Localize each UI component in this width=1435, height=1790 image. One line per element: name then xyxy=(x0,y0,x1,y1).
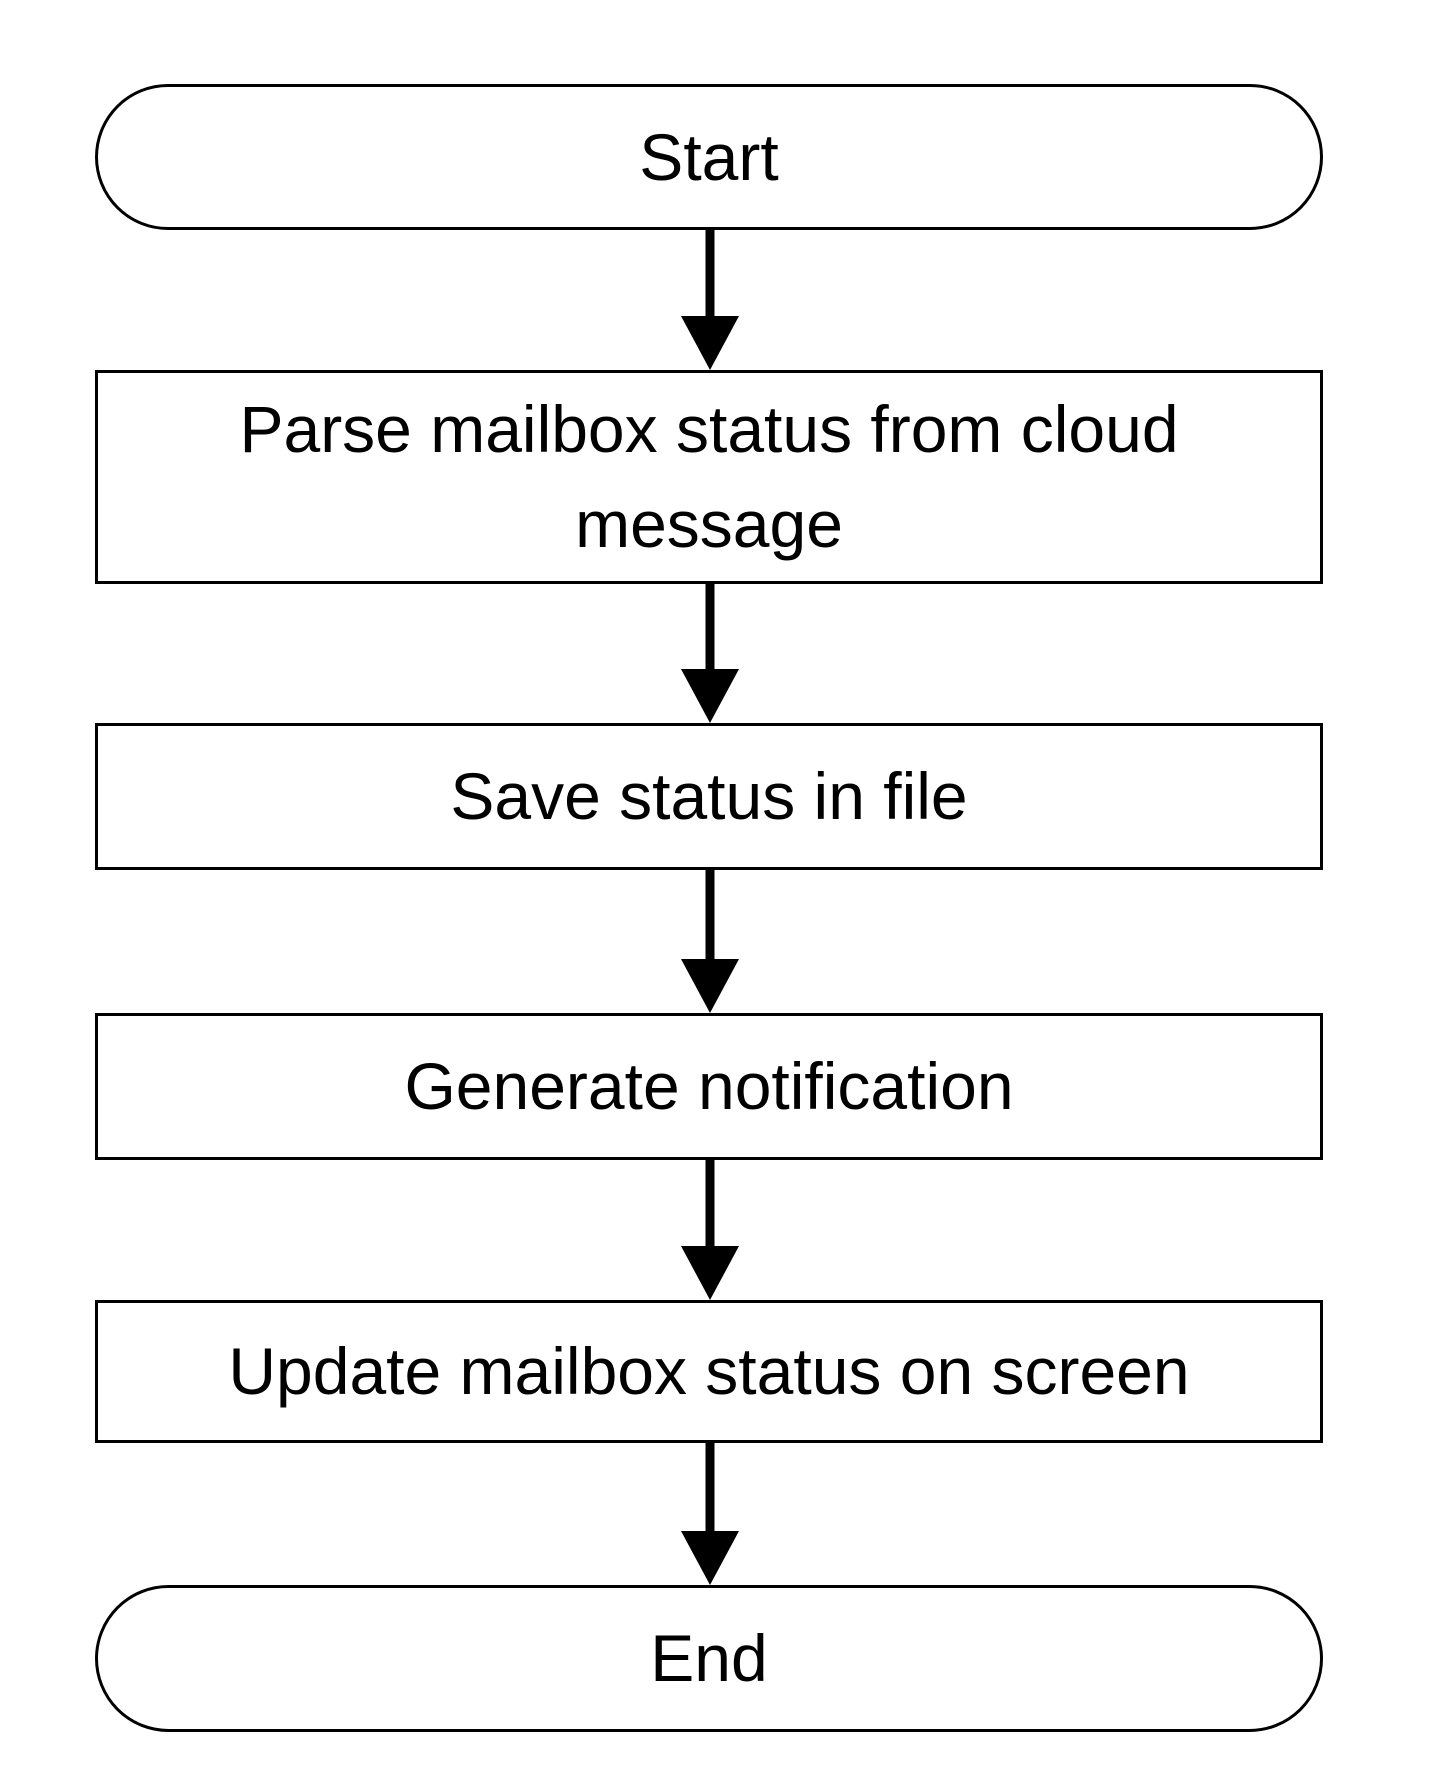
flowchart-node-end: End xyxy=(95,1585,1323,1732)
node-label-start: Start xyxy=(639,119,779,194)
arrow-head-down-icon xyxy=(681,1246,739,1300)
node-label-end: End xyxy=(650,1621,768,1695)
connector-start-to-parse xyxy=(681,230,739,370)
arrow-head-down-icon xyxy=(681,1531,739,1585)
arrow-line xyxy=(705,1443,715,1531)
connector-save-to-generate xyxy=(681,870,739,1013)
connector-generate-to-update xyxy=(681,1160,739,1300)
node-label-update: Update mailbox status on screen xyxy=(228,1334,1190,1408)
flowchart-node-start: Start xyxy=(95,84,1323,230)
node-label-parse: Parse mailbox status from cloud message xyxy=(239,392,1179,561)
flowchart-node-update: Update mailbox status on screen xyxy=(95,1300,1323,1443)
flowchart-node-generate: Generate notification xyxy=(95,1013,1323,1160)
connector-parse-to-save xyxy=(681,584,739,723)
arrow-line xyxy=(705,870,715,959)
node-label-save: Save status in file xyxy=(450,759,968,833)
arrow-head-down-icon xyxy=(681,316,739,370)
arrow-line xyxy=(705,584,715,669)
arrow-line xyxy=(705,1160,715,1246)
arrow-head-down-icon xyxy=(681,669,739,723)
flowchart-node-save: Save status in file xyxy=(95,723,1323,870)
flowchart-node-parse: Parse mailbox status from cloud message xyxy=(95,370,1323,584)
connector-update-to-end xyxy=(681,1443,739,1585)
arrow-line xyxy=(705,230,715,316)
arrow-head-down-icon xyxy=(681,959,739,1013)
node-label-generate: Generate notification xyxy=(404,1049,1014,1123)
